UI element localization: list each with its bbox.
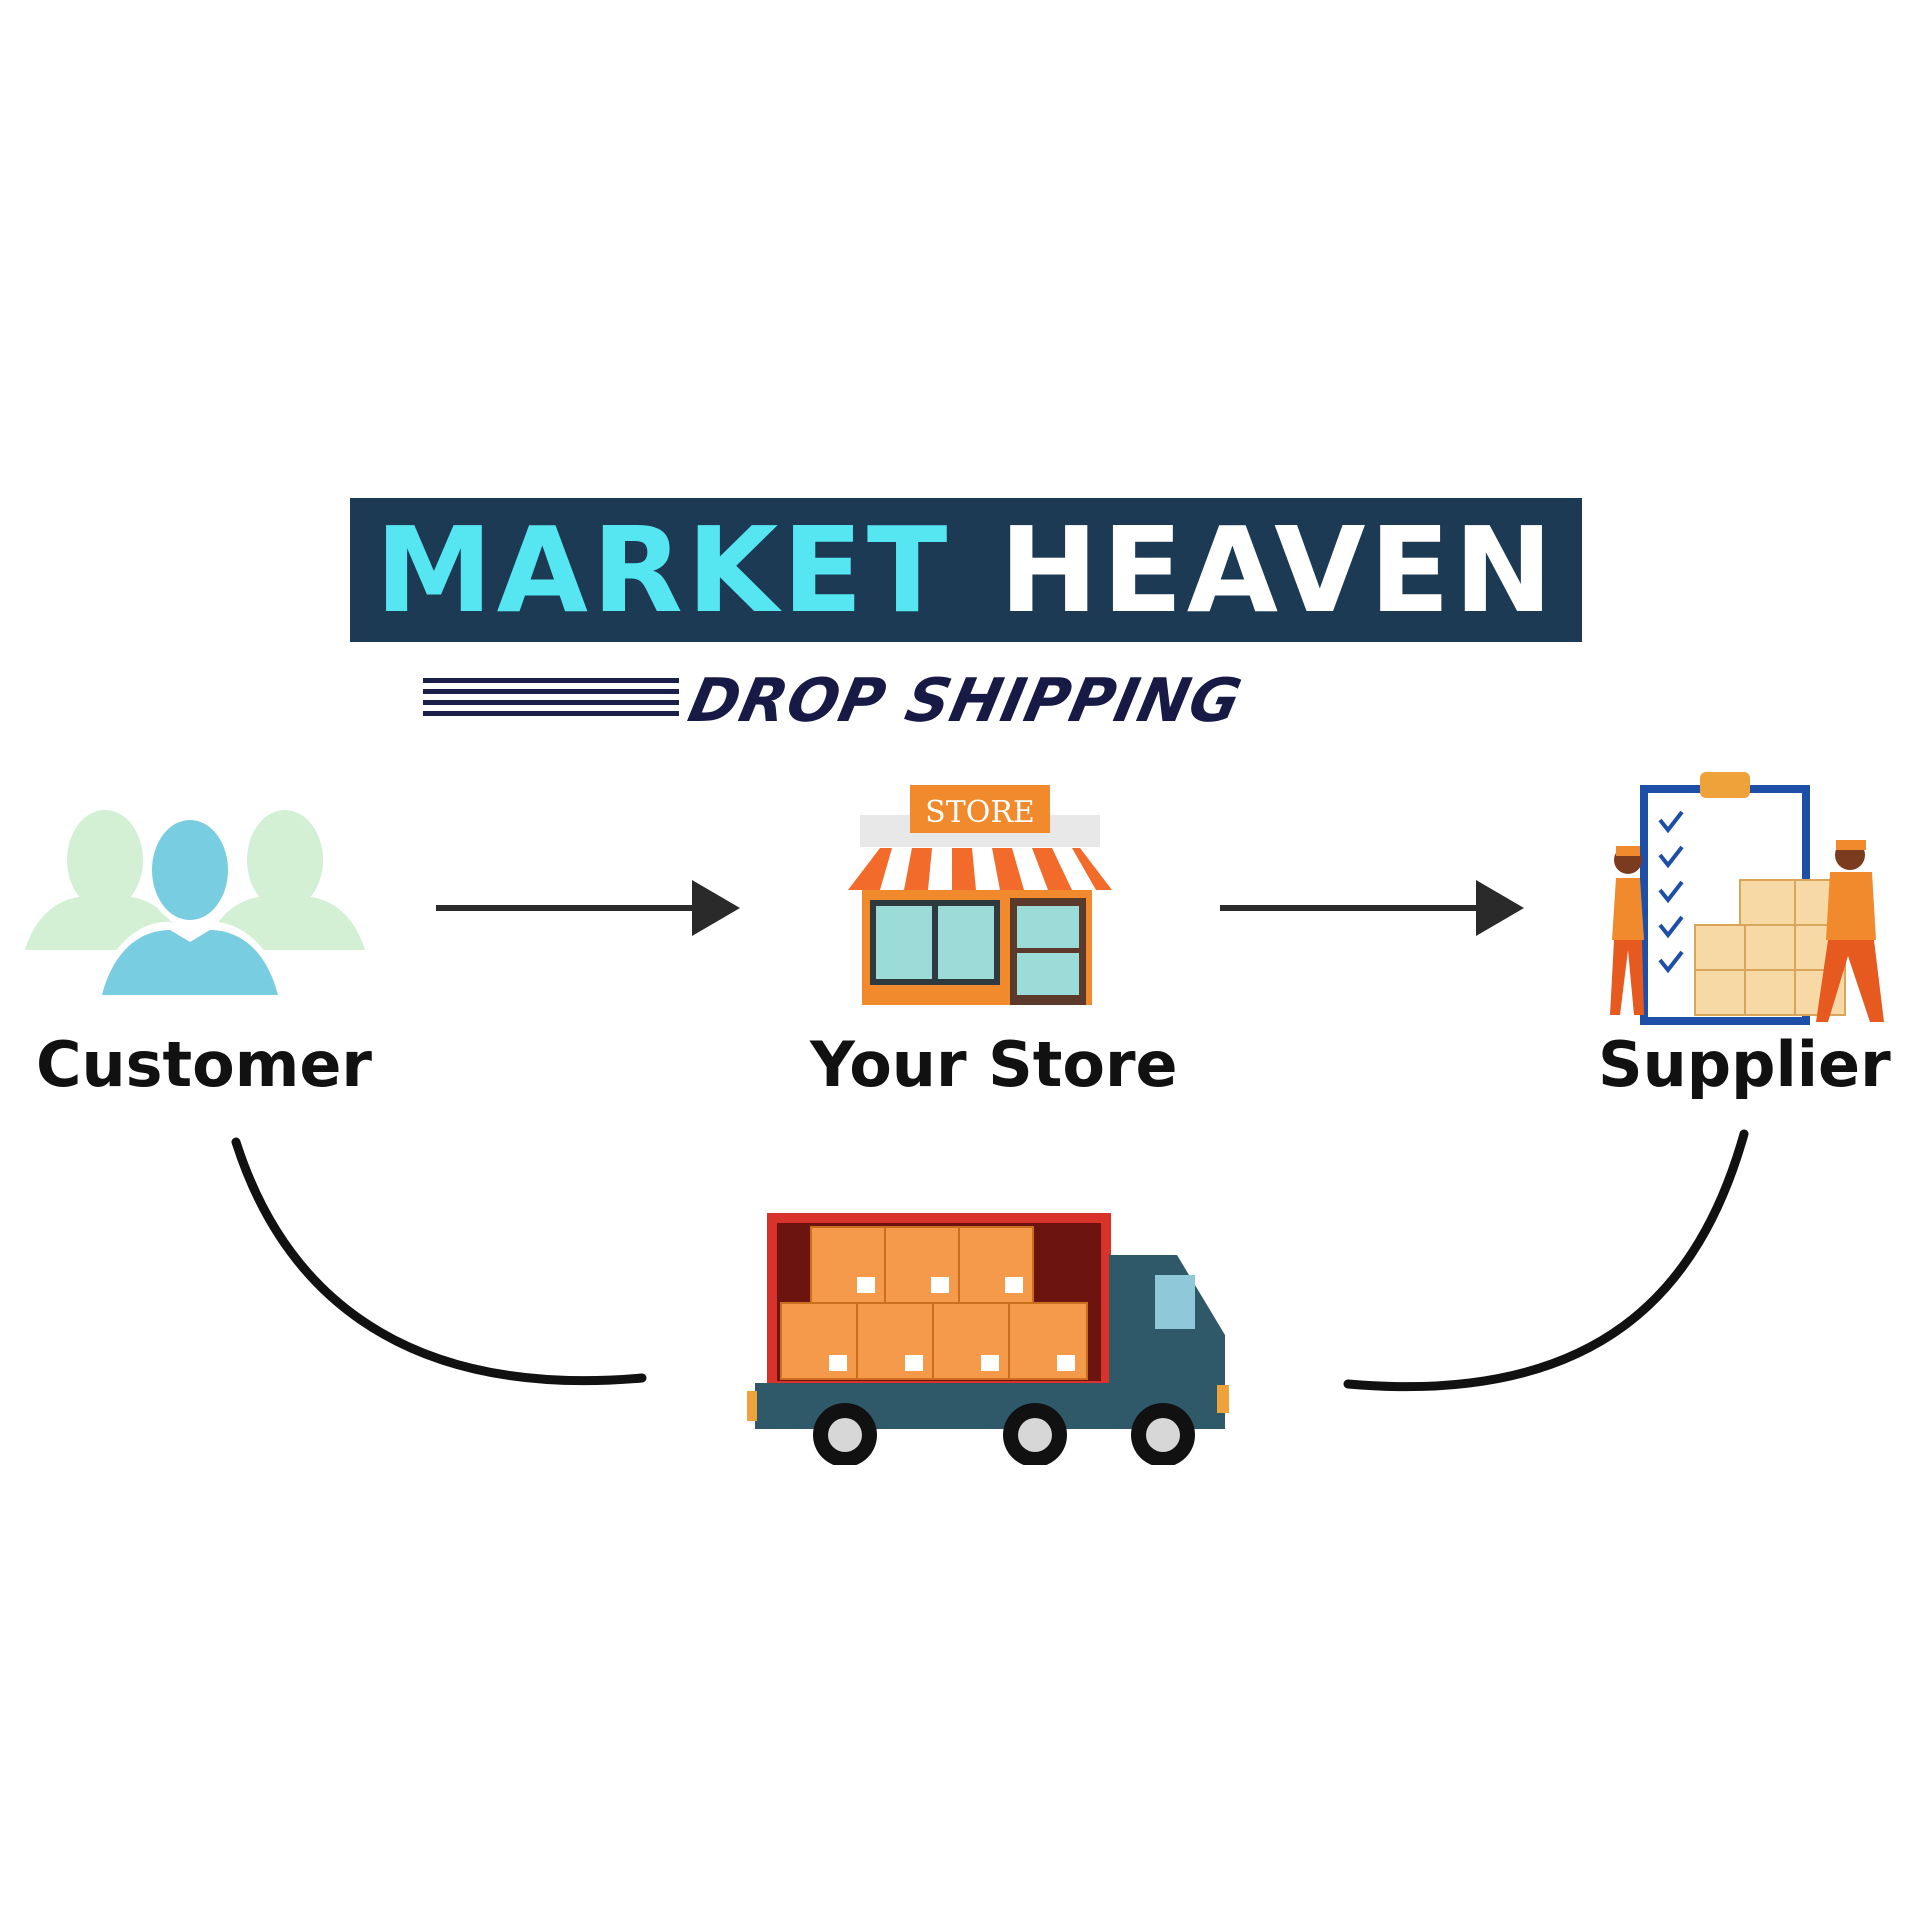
arrow-customer-to-store [436, 880, 740, 936]
delivery-truck-icon [747, 1213, 1229, 1465]
curve-supplier-to-truck [1343, 1129, 1749, 1392]
subtitle: DROP SHIPPING [682, 666, 1248, 736]
arrow-store-to-supplier [1220, 880, 1524, 936]
title-banner: MARKET HEAVEN [350, 498, 1582, 642]
people-group-icon [25, 810, 365, 995]
supplier-label: Supplier [1598, 1028, 1891, 1101]
store-sign-text: STORE [925, 795, 1035, 830]
storefront-icon: STORE [848, 785, 1112, 1005]
speed-stripes [423, 678, 679, 726]
title-word-market: MARKET [375, 501, 952, 639]
customer-label: Customer [36, 1028, 373, 1101]
store-label: Your Store [810, 1028, 1178, 1101]
curve-customer-to-truck [231, 1137, 647, 1386]
title-word-heaven: HEAVEN [999, 501, 1557, 639]
warehouse-workers-icon [1610, 772, 1884, 1025]
